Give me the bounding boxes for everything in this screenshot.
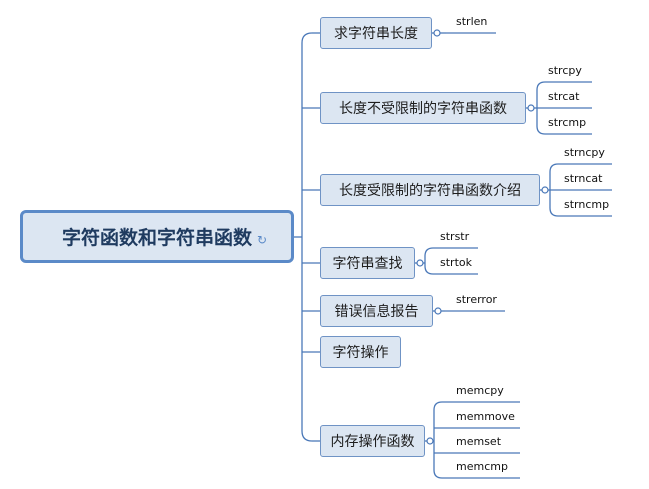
leaf-memcmp[interactable]: memcmp bbox=[456, 460, 508, 473]
leaf-strncat[interactable]: strncat bbox=[564, 172, 603, 185]
branch-label: 求字符串长度 bbox=[334, 26, 418, 42]
leaf-strcpy[interactable]: strcpy bbox=[548, 64, 582, 77]
root-label: 字符函数和字符串函数 bbox=[61, 227, 252, 249]
branch-char-operations[interactable]: 字符操作 bbox=[320, 336, 401, 368]
leaf-strcat[interactable]: strcat bbox=[548, 90, 580, 103]
branch-memory-functions[interactable]: 内存操作函数 bbox=[320, 425, 425, 457]
branch-label: 内存操作函数 bbox=[330, 434, 415, 450]
branch-unlimited-string-functions[interactable]: 长度不受限制的字符串函数 bbox=[320, 92, 526, 124]
branch-label: 字符操作 bbox=[332, 345, 389, 361]
leaf-strncmp[interactable]: strncmp bbox=[564, 198, 610, 211]
branch-label: 错误信息报告 bbox=[334, 304, 419, 320]
leaf-strcmp[interactable]: strcmp bbox=[548, 116, 587, 129]
collapse-icon[interactable]: ↻ bbox=[256, 233, 267, 247]
root-topic[interactable]: 字符函数和字符串函数 ↻ bbox=[20, 210, 294, 263]
leaf-strncpy[interactable]: strncpy bbox=[564, 146, 605, 159]
leaf-strerror[interactable]: strerror bbox=[456, 293, 497, 306]
branch-label: 长度不受限制的字符串函数 bbox=[339, 101, 507, 117]
leaf-strstr[interactable]: strstr bbox=[440, 230, 470, 243]
leaf-strlen[interactable]: strlen bbox=[456, 15, 488, 28]
leaf-memmove[interactable]: memmove bbox=[456, 410, 515, 423]
branch-limited-string-functions[interactable]: 长度受限制的字符串函数介绍 bbox=[320, 174, 540, 206]
leaf-memset[interactable]: memset bbox=[456, 435, 502, 448]
branch-label: 字符串查找 bbox=[332, 256, 403, 272]
branch-label: 长度受限制的字符串函数介绍 bbox=[339, 183, 521, 199]
branch-string-search[interactable]: 字符串查找 bbox=[320, 247, 415, 279]
leaf-strtok[interactable]: strtok bbox=[440, 256, 472, 269]
leaf-memcpy[interactable]: memcpy bbox=[456, 384, 504, 397]
branch-strlen-group[interactable]: 求字符串长度 bbox=[320, 17, 432, 49]
branch-error-report[interactable]: 错误信息报告 bbox=[320, 295, 433, 327]
